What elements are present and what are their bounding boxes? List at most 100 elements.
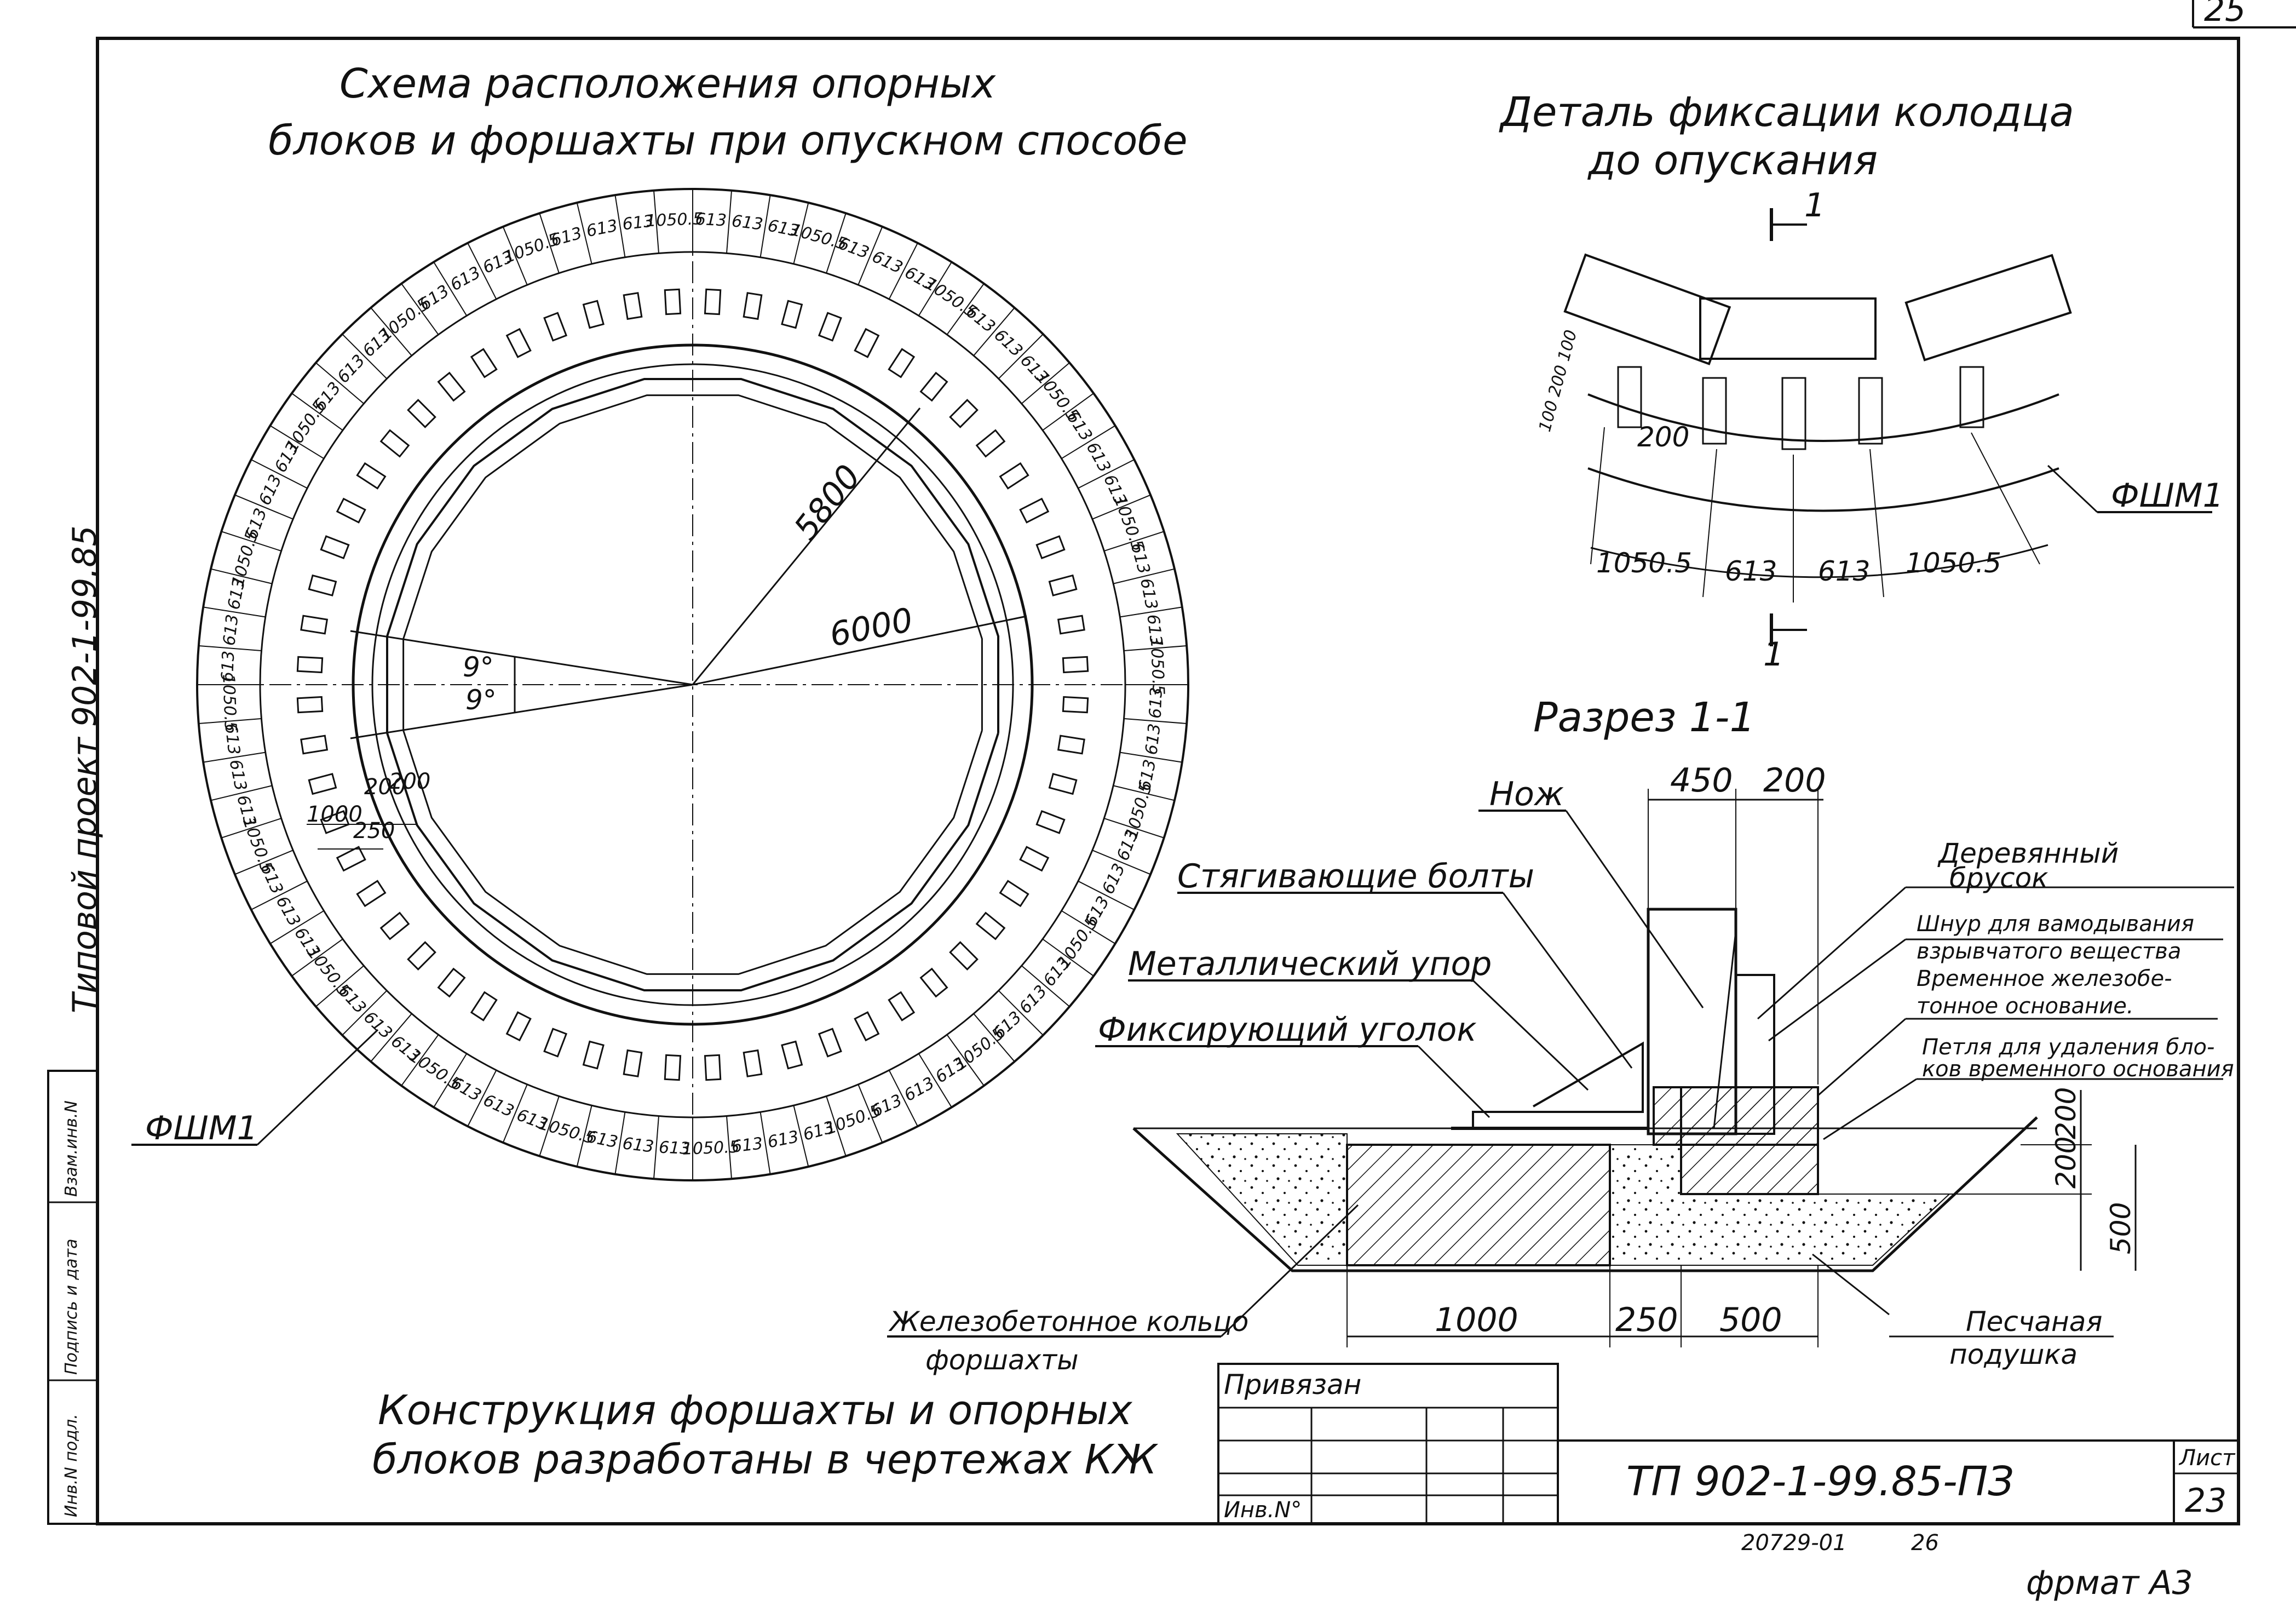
segment-radial [826,213,847,274]
side-col-replace: Взам.инв.N [62,1100,81,1197]
support-block [543,1028,568,1058]
callout-loop-line2: ков временного основания [1922,1057,2234,1082]
bottom-code-2: 26 [1911,1530,1939,1556]
segment-radial [198,718,262,724]
segment-label: 613 [658,1138,690,1158]
segment-radial [234,494,294,520]
side-col-inv: Инв.N подл. [62,1414,81,1517]
support-block [999,880,1029,908]
callout-ring-line1: Железобетонное кольцо [888,1306,1248,1338]
segment-radial [759,194,771,257]
segment-radial [467,1070,497,1127]
callout-stop: Металлический упор [1128,945,1492,983]
segment-label: 1050.5 [646,209,704,231]
support-block [704,288,722,315]
segment-radial [1021,362,1070,404]
support-block [582,300,605,329]
side-col-sign: Подпись и дата [62,1239,81,1375]
support-block [888,991,916,1022]
stamp-inv: Инв.N° [1224,1497,1302,1523]
segment-radial [1021,965,1070,1007]
callout-bar-line1: Деревянный [1937,837,2119,869]
support-block [623,292,643,320]
segment-label: 613 [221,722,243,756]
angle-top-label: 9° [463,651,494,683]
segment-radial [1103,531,1165,552]
support-block [470,348,498,378]
callout-ring-line2: форшахты [925,1344,1079,1376]
segment-radial [251,459,308,489]
section-dim-200-r2: 200 [2050,1137,2082,1189]
support-block [818,1028,842,1058]
segment-label: 1050.5 [1147,638,1168,696]
support-block [336,846,366,872]
segment-radial [576,202,592,265]
segment-label: 613 [242,506,271,542]
support-block [1057,615,1085,635]
support-block [1048,574,1078,596]
detail-title-line1: Деталь фиксации колодца [1499,89,2074,136]
segment-radial [370,307,412,356]
segment-label: 613 [333,351,369,387]
support-block [543,312,568,342]
support-block [623,1049,643,1077]
detail-dim-200: 200 [1637,421,1689,453]
support-block [320,535,350,560]
segment-radial [269,910,324,944]
support-block [308,574,337,596]
segment-radial [1092,850,1151,875]
support-block [743,1049,763,1077]
section-dim-500-bottom: 500 [1719,1301,1782,1339]
segment-radial [342,334,388,380]
detail-dim-1: 1050.5 [1596,547,1692,579]
support-block [949,941,979,971]
segment-radial [858,226,883,285]
segment-radial [726,190,732,254]
callout-bolts: Стягивающие болты [1177,857,1534,896]
segment-label: 1050.5 [218,674,240,732]
segment-label: 613 [233,793,260,829]
support-block [437,967,466,998]
segment-radial [234,850,294,875]
callout-base-line2: тонное основание. [1917,994,2134,1019]
segment-radial [973,1013,1015,1062]
callout-angle: Фиксирующий уголок [1098,1011,1477,1049]
segment-radial [1124,718,1187,724]
plan-title-line1: Схема расположения опорных [339,60,996,107]
segment-radial [998,334,1044,380]
section-dim-200-top: 200 [1763,761,1826,800]
segment-radial [1120,751,1183,763]
segment-radial [502,226,528,285]
support-block [505,328,532,358]
segment-radial [1078,459,1135,489]
support-block [919,371,948,402]
segment-radial [210,785,273,801]
detail-title-line2: до опускания [1587,137,1878,184]
callout-bar-line2: брусок [1949,862,2048,894]
segment-label: 613 [1146,687,1166,719]
dim-200-a: 200 [364,774,406,800]
section-title: Разрез 1-1 [1533,694,1756,741]
support-block [1019,497,1050,524]
section-dim-1000: 1000 [1435,1301,1518,1339]
segment-radial [946,1034,985,1086]
section-drawing [887,789,2234,1347]
segment-label: 613 [622,211,655,234]
section-dim-250: 250 [1615,1301,1678,1339]
segment-radial [291,938,343,977]
segment-label: 613 [990,325,1026,361]
segment-radial [614,1112,626,1175]
segment-radial [653,190,659,254]
segment-radial [1061,425,1116,460]
segment-label: 613 [514,1105,550,1134]
callout-base-line1: Временное железобе- [1917,966,2172,991]
support-block [949,399,979,428]
segment-label: 613 [622,1134,655,1157]
support-block [296,696,324,714]
support-block [356,880,387,908]
segment-label: 613 [766,1127,801,1152]
support-blocks [296,288,1089,1081]
segment-radial [793,1105,809,1167]
segment-label: 613 [272,893,304,930]
